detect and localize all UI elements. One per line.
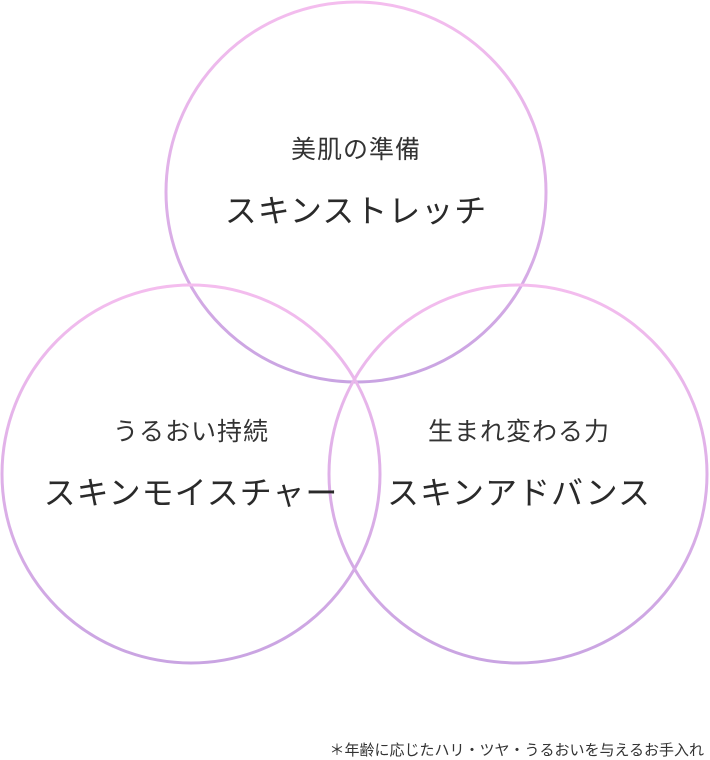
circle-subtitle: うるおい持続 <box>112 417 269 446</box>
label-skin-moisture: うるおい持続 スキンモイスチャー <box>0 412 382 514</box>
circle-title: スキンストレッチ <box>224 192 488 230</box>
circle-subtitle: 生まれ変わる力 <box>427 417 610 446</box>
footnote: ＊年齢に応じたハリ・ツヤ・うるおいを与えるお手入れ <box>329 741 704 759</box>
circle-skin-advance <box>327 283 709 665</box>
label-skin-advance: 生まれ変わる力 スキンアドバンス <box>328 412 710 514</box>
circle-title: スキンモイスチャー <box>43 474 339 512</box>
label-skin-stretch: 美肌の準備 スキンストレッチ <box>165 130 547 232</box>
circle-subtitle: 美肌の準備 <box>290 135 421 164</box>
circle-skin-moisture <box>0 283 382 665</box>
circle-title: スキンアドバンス <box>386 474 651 512</box>
